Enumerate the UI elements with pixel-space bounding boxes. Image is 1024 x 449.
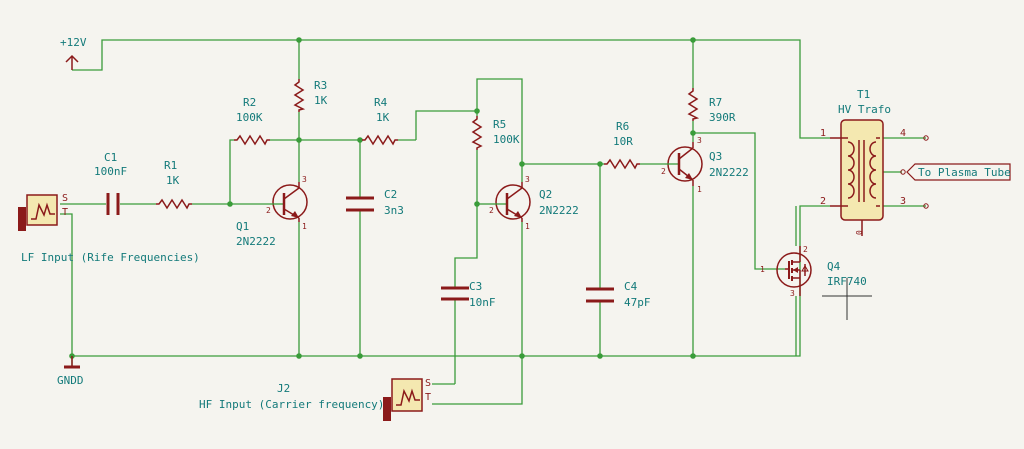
r1-ref: R1 [164, 159, 177, 172]
j1-pin-t: T [62, 207, 68, 218]
transistor-q1: 2 3 1 Q1 2N2222 [236, 175, 308, 248]
q4-ref: Q4 [827, 260, 841, 273]
q1-value: 2N2222 [236, 235, 276, 248]
capacitor-c2: C2 3n3 [346, 188, 404, 217]
r1-value: 1K [166, 174, 180, 187]
vcc-label: +12V [60, 36, 87, 49]
q3-pin-base: 2 [661, 167, 666, 176]
r4-ref: R4 [374, 96, 388, 109]
resistor-r1: R1 1K [156, 159, 192, 210]
q2-ref: Q2 [539, 188, 552, 201]
transformer-t1: 1 2 4 3 0 T1 HV Trafo [820, 88, 929, 236]
t1-pin-2: 2 [820, 196, 826, 207]
t1-pin-1: 1 [820, 128, 826, 139]
resistor-r7: R7 390R [687, 88, 736, 124]
q4-pin-source: 3 [790, 289, 795, 298]
j2-label: HF Input (Carrier frequency) [199, 398, 384, 411]
q3-value: 2N2222 [709, 166, 749, 179]
q1-pin-emitter: 1 [302, 222, 307, 231]
c3-ref: C3 [469, 280, 482, 293]
q2-pin-collector: 3 [525, 175, 530, 184]
vcc-symbol: +12V [60, 36, 87, 70]
r3-ref: R3 [314, 79, 327, 92]
q4-pin-drain: 2 [803, 245, 808, 254]
capacitor-c1: C1 100nF [94, 151, 127, 215]
transistor-q2: 2 3 1 Q2 2N2222 [489, 175, 579, 231]
connector-j2: S T J2 HF Input (Carrier frequency) [199, 378, 431, 421]
resistor-r6: R6 10R [604, 120, 640, 170]
resistor-r3: R3 1K [293, 79, 328, 112]
resistor-r2: R2 100K [234, 96, 270, 146]
c4-value: 47pF [624, 296, 651, 309]
junctions [69, 37, 696, 359]
gnd-symbol: GNDD [57, 356, 84, 387]
j2-ref: J2 [277, 382, 290, 395]
output-label: To Plasma Tube [906, 163, 1011, 181]
r5-value: 100K [493, 133, 520, 146]
r7-ref: R7 [709, 96, 722, 109]
r4-value: 1K [376, 111, 390, 124]
capacitor-c3: C3 10nF [441, 280, 496, 309]
c1-value: 100nF [94, 165, 127, 178]
j1-pin-s: S [62, 193, 68, 204]
wires [60, 39, 926, 405]
output-label-text: To Plasma Tube [918, 166, 1011, 179]
q1-pin-collector: 3 [302, 175, 307, 184]
q2-value: 2N2222 [539, 204, 579, 217]
connector-j1: S T LF Input (Rife Frequencies) [18, 193, 200, 264]
q1-ref: Q1 [236, 220, 249, 233]
r6-value: 10R [613, 135, 633, 148]
t1-value: HV Trafo [838, 103, 891, 116]
c4-ref: C4 [624, 280, 638, 293]
c2-value: 3n3 [384, 204, 404, 217]
t1-pin-4: 4 [900, 128, 906, 139]
q4-pin-gate: 1 [760, 265, 765, 274]
capacitor-c4: C4 47pF [586, 280, 651, 309]
j1-label: LF Input (Rife Frequencies) [21, 251, 200, 264]
r2-ref: R2 [243, 96, 256, 109]
t1-pin-3: 3 [900, 196, 906, 207]
q3-ref: Q3 [709, 150, 722, 163]
gnd-label: GNDD [57, 374, 84, 387]
q3-pin-emitter: 1 [697, 185, 702, 194]
r5-ref: R5 [493, 118, 506, 131]
q2-pin-base: 2 [489, 206, 494, 215]
c2-ref: C2 [384, 188, 397, 201]
r6-ref: R6 [616, 120, 629, 133]
r3-value: 1K [314, 94, 328, 107]
j2-pin-s: S [425, 378, 431, 389]
transistor-q3: 2 3 1 Q3 2N2222 [661, 136, 749, 194]
resistor-r5: R5 100K [471, 116, 520, 150]
r2-value: 100K [236, 111, 263, 124]
j2-pin-t: T [425, 392, 431, 403]
mosfet-q4: 1 2 3 Q4 IRF740 [760, 245, 872, 320]
c3-value: 10nF [469, 296, 496, 309]
t1-pin-0: 0 [855, 230, 864, 235]
q1-pin-base: 2 [266, 206, 271, 215]
q3-pin-collector: 3 [697, 136, 702, 145]
c1-ref: C1 [104, 151, 117, 164]
resistor-r4: R4 1K [362, 96, 398, 146]
r7-value: 390R [709, 111, 736, 124]
t1-ref: T1 [857, 88, 870, 101]
q2-pin-emitter: 1 [525, 222, 530, 231]
